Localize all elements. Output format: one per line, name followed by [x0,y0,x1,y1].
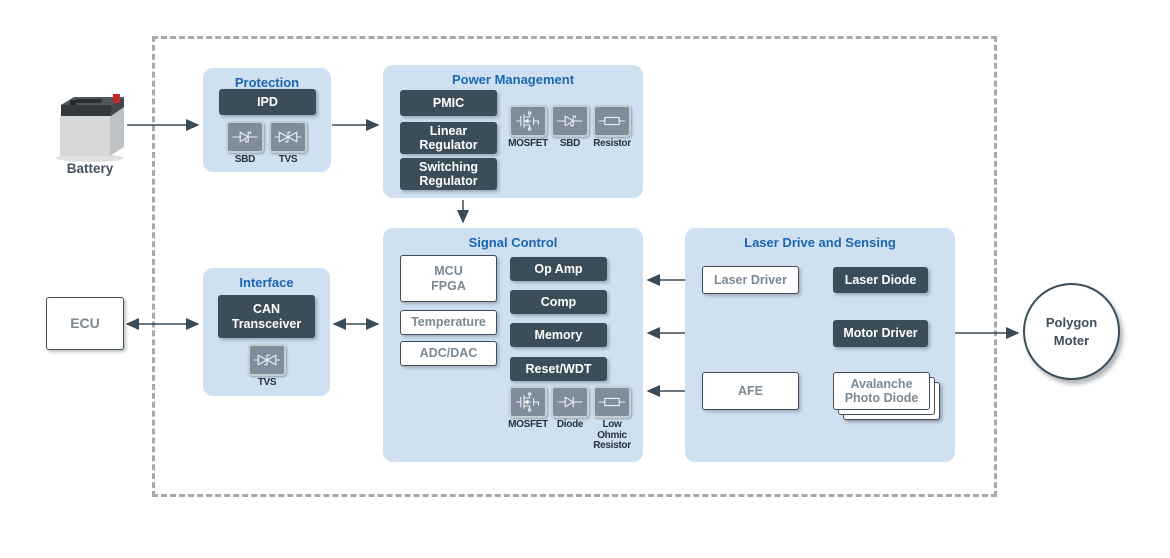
interface-container: Interface CAN Transceiver TVS [203,268,330,396]
sbd-icon-label: SBD [559,138,581,149]
mosfet-icon-label: MOSFET [508,419,548,430]
protection-sbd: SBD [224,121,266,166]
signal-control-container: Signal Control MCU FPGA Temperature ADC/… [383,228,643,462]
resistor-icon-label: Resistor [593,138,631,149]
resistor-icon [593,105,631,137]
avalanche-photo-diode-chip: Avalanche Photo Diode [833,372,930,410]
protection-tvs: TVS [267,121,309,166]
pm-sbd: SBD [549,105,591,150]
memory-chip: Memory [510,323,607,347]
tvs-icon [248,344,286,376]
interface-tvs: TVS [246,344,288,389]
pm-mosfet: MOSFET [507,105,549,150]
resistor-icon [593,386,631,418]
mosfet-icon [509,105,547,137]
ipd-chip: IPD [219,89,316,115]
tvs-icon [269,121,307,153]
laser-drive-container: Laser Drive and Sensing Laser Driver Las… [685,228,955,462]
power-management-title: Power Management [451,72,575,87]
sc-diode: Diode [549,386,591,431]
diode-icon-label: Diode [556,419,584,430]
pmic-chip: PMIC [400,90,497,116]
battery-icon [56,94,124,162]
comp-chip: Comp [510,290,607,314]
mcu-fpga-chip: MCU FPGA [400,255,497,302]
pm-resistor: Resistor [591,105,633,150]
sc-mosfet: MOSFET [507,386,549,431]
linear-regulator-chip: Linear Regulator [400,122,497,154]
tvs-icon-label: TVS [278,154,298,165]
motor-driver-chip: Motor Driver [833,320,928,347]
tvs-icon-label: TVS [257,377,277,388]
sbd-icon-label: SBD [234,154,256,165]
sbd-icon [226,121,264,153]
reset-wdt-chip: Reset/WDT [510,357,607,381]
diode-icon [551,386,589,418]
power-management-container: Power Management PMIC Linear Regulator S… [383,65,643,198]
polygon-motor-node: Polygon Moter [1023,283,1120,380]
signal-control-title: Signal Control [468,235,558,250]
mosfet-icon [509,386,547,418]
sbd-icon [551,105,589,137]
adc-dac-chip: ADC/DAC [400,341,497,366]
laser-diode-chip: Laser Diode [833,267,928,293]
system-boundary [152,36,997,497]
ecu-node: ECU [46,297,124,350]
sc-low-ohmic-resistor: Low Ohmic Resistor [591,386,633,452]
laser-drive-title: Laser Drive and Sensing [744,235,896,250]
afe-chip: AFE [702,372,799,410]
op-amp-chip: Op Amp [510,257,607,281]
battery-label: Battery [66,161,114,176]
protection-container: Protection IPD SBD TVS [203,68,331,172]
switching-regulator-chip: Switching Regulator [400,158,497,190]
mosfet-icon-label: MOSFET [508,138,548,149]
protection-title: Protection [234,75,300,90]
laser-driver-chip: Laser Driver [702,266,799,294]
resistor-icon-label: Low Ohmic Resistor [593,419,631,451]
interface-title: Interface [239,275,294,290]
can-transceiver-chip: CAN Transceiver [218,295,315,338]
temperature-chip: Temperature [400,310,497,335]
